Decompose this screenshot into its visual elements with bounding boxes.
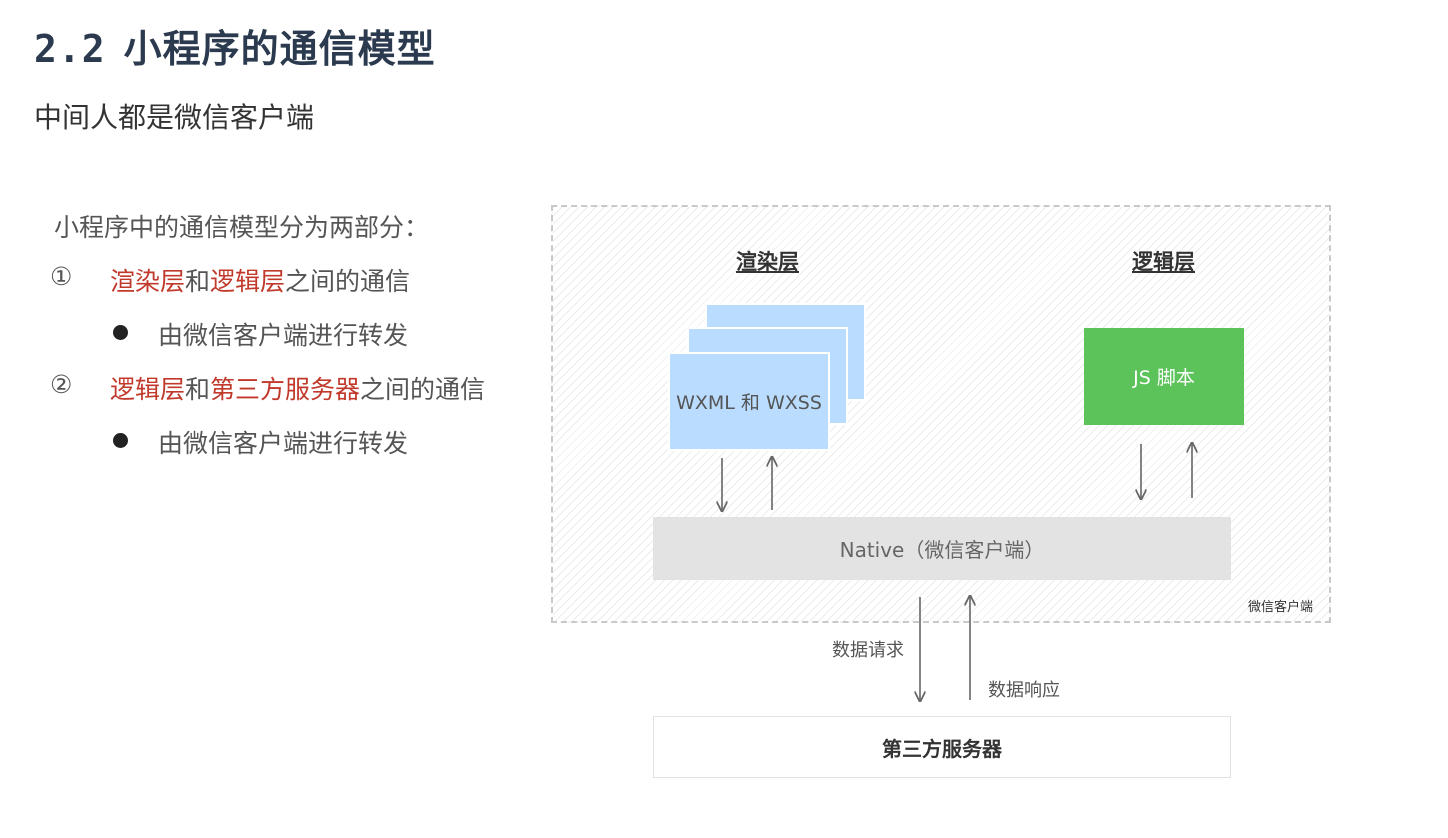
logic-layer-term: 逻辑层 bbox=[110, 375, 186, 404]
request-label: 数据请求 bbox=[832, 640, 904, 661]
section-number: 2.2 bbox=[34, 27, 106, 71]
sub-bullet-1: 由微信客户端进行转发 bbox=[158, 321, 409, 350]
list-marker-2: ② bbox=[50, 370, 73, 399]
item-suffix: 之间的通信 bbox=[285, 267, 411, 296]
title-text: 小程序的通信模型 bbox=[123, 27, 436, 71]
render-layer-term: 渲染层 bbox=[110, 267, 186, 296]
logic-layer-term: 逻辑层 bbox=[210, 267, 286, 296]
server-label: 第三方服务器 bbox=[882, 736, 1002, 761]
list-item-2: 逻辑层和第三方服务器之间的通信 bbox=[110, 370, 485, 406]
logic-layer-title: 逻辑层 bbox=[1132, 250, 1195, 274]
render-card-label: WXML 和 WXSS bbox=[676, 392, 822, 414]
list-item-1: 渲染层和逻辑层之间的通信 bbox=[110, 262, 410, 298]
page-title: 2.2 小程序的通信模型 bbox=[34, 18, 436, 73]
client-frame-label: 微信客户端 bbox=[1248, 600, 1314, 615]
render-layer-title: 渲染层 bbox=[736, 250, 799, 274]
render-card-front: WXML 和 WXSS bbox=[668, 352, 830, 451]
connector-word: 和 bbox=[185, 375, 211, 404]
connector-word: 和 bbox=[185, 267, 211, 296]
native-label: Native（微信客户端） bbox=[839, 538, 1045, 562]
item-suffix: 之间的通信 bbox=[360, 375, 486, 404]
sub-bullet-2: 由微信客户端进行转发 bbox=[158, 429, 409, 458]
bullet-dot bbox=[113, 325, 128, 340]
bullet-dot bbox=[113, 433, 128, 448]
page-subtitle: 中间人都是微信客户端 bbox=[34, 101, 315, 134]
logic-card-label: JS 脚本 bbox=[1133, 367, 1195, 389]
logic-js-card: JS 脚本 bbox=[1084, 328, 1244, 425]
third-party-server-box: 第三方服务器 bbox=[653, 716, 1231, 778]
list-intro: 小程序中的通信模型分为两部分： bbox=[54, 213, 430, 242]
native-bar: Native（微信客户端） bbox=[653, 517, 1231, 580]
third-party-server-term: 第三方服务器 bbox=[210, 375, 361, 404]
response-label: 数据响应 bbox=[988, 680, 1060, 701]
list-marker-1: ① bbox=[50, 262, 73, 291]
